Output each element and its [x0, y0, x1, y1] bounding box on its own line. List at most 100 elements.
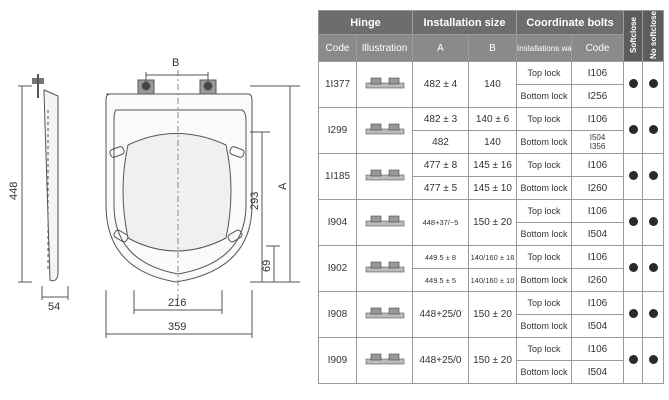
bolt-code-line: I356 [589, 142, 606, 152]
size-a-cell: 448+37/−5 [412, 199, 469, 247]
hinge-illustration-cell [356, 153, 413, 201]
size-b-cell: 150 ± 20 [467, 291, 518, 339]
installation-way-cell: Top lock [516, 245, 573, 270]
hinge-illustration-icon [365, 353, 404, 365]
bolt-code-line: I504 [589, 133, 606, 143]
side-view [32, 74, 59, 282]
hinge-illustration-icon [365, 169, 404, 181]
installation-way-cell: Top lock [516, 199, 573, 224]
installation-way-cell: Bottom lock [516, 130, 573, 155]
size-b-cell: 140 [467, 61, 518, 109]
bolt-code-cell: I256 [571, 84, 625, 109]
softclose-dot-icon [628, 124, 638, 134]
bolt-code-cell: I106 [571, 245, 625, 270]
size-b-cell: 140/160 ± 16 [467, 245, 518, 270]
size-a-cell: 448+25/0 [412, 291, 469, 339]
no-softclose-cell [642, 199, 665, 247]
installation-way-cell: Bottom lock [516, 360, 573, 385]
bolt-code-cell: I106 [571, 337, 625, 362]
hinge-code-cell: 1I377 [318, 61, 357, 109]
no-softclose-dot-icon [648, 262, 658, 272]
no-softclose-dot-icon [648, 170, 658, 180]
no-softclose-cell [642, 337, 665, 385]
seat-dimension-drawing: B 448 54 216 359 293 A 69 [8, 57, 300, 338]
softclose-cell [623, 61, 644, 109]
coordinate-bolts-header: Coordinate bolts [516, 9, 625, 36]
hinge-spec-table: Hinge Installation size Coordinate bolts… [318, 9, 665, 385]
bolt-code-cell: I106 [571, 153, 625, 178]
installation-way-cell: Bottom lock [516, 176, 573, 201]
bolt-code-cell: I106 [571, 61, 625, 86]
hinge-code-cell: I299 [318, 107, 357, 155]
size-b-cell: 140 [467, 130, 518, 155]
no-softclose-cell [642, 291, 665, 339]
no-softclose-dot-icon [648, 78, 658, 88]
size-b-cell: 140 ± 6 [467, 107, 518, 132]
softclose-cell [623, 153, 644, 201]
hinge-code-cell: I904 [318, 199, 357, 247]
size-b-cell: 150 ± 20 [467, 199, 518, 247]
no-softclose-cell [642, 107, 665, 155]
size-a-cell: 477 ± 8 [412, 153, 469, 178]
hinge-illustration-icon [365, 261, 404, 273]
no-softclose-header-label: No softclose [648, 11, 658, 60]
installation-size-header: Installation size [411, 9, 518, 36]
size-a-cell: 482 ± 4 [412, 61, 469, 109]
top-view [105, 70, 253, 300]
softclose-dot-icon [628, 262, 638, 272]
no-softclose-dot-icon [648, 308, 658, 318]
size-b-cell: 150 ± 20 [467, 337, 518, 385]
installations-way-subheader: Installations way [516, 34, 573, 63]
hinge-illustration-icon [365, 123, 404, 135]
b-subheader: B [467, 34, 518, 63]
softclose-cell [623, 199, 644, 247]
softclose-header-label: Softclose [628, 17, 638, 54]
hinge-illustration-icon [365, 307, 404, 319]
size-a-cell: 482 [412, 130, 469, 155]
bolt-code-cell: I106 [571, 107, 625, 132]
hinge-illustration-cell [356, 337, 413, 385]
code-subheader: Code [318, 34, 357, 63]
bolt-code-cell: I504 [571, 360, 625, 385]
softclose-cell [623, 337, 644, 385]
size-a-cell: 449.5 ± 8 [412, 245, 469, 270]
hinge-illustration-cell [356, 107, 413, 155]
bolt-code-cell: I260 [571, 176, 625, 201]
dim-69-label: 69 [261, 260, 273, 272]
illustration-subheader: Illustration [356, 34, 413, 63]
installation-way-cell: Bottom lock [516, 314, 573, 339]
bolt-code-cell: I260 [571, 268, 625, 293]
dim-293-label: 293 [249, 192, 261, 210]
size-b-cell: 145 ± 10 [467, 176, 518, 201]
softclose-header: Softclose [623, 9, 644, 63]
size-a-cell: 477 ± 5 [412, 176, 469, 201]
a-subheader: A [412, 34, 469, 63]
bolt-code-subheader: Code [571, 34, 625, 63]
bolt-code-cell: I504 [571, 314, 625, 339]
dim-54-label: 54 [48, 301, 60, 313]
size-b-cell: 140/160 ± 10 [467, 268, 518, 293]
installation-way-cell: Top lock [516, 153, 573, 178]
bolt-code-cell: I504 [571, 222, 625, 247]
bolt-code-cell: I106 [571, 291, 625, 316]
installation-way-cell: Bottom lock [516, 268, 573, 293]
hinge-code-cell: I909 [318, 337, 357, 385]
installation-way-cell: Bottom lock [516, 84, 573, 109]
hinge-code-cell: I908 [318, 291, 357, 339]
softclose-dot-icon [628, 354, 638, 364]
size-a-cell: 449.5 ± 5 [412, 268, 469, 293]
no-softclose-cell [642, 153, 665, 201]
